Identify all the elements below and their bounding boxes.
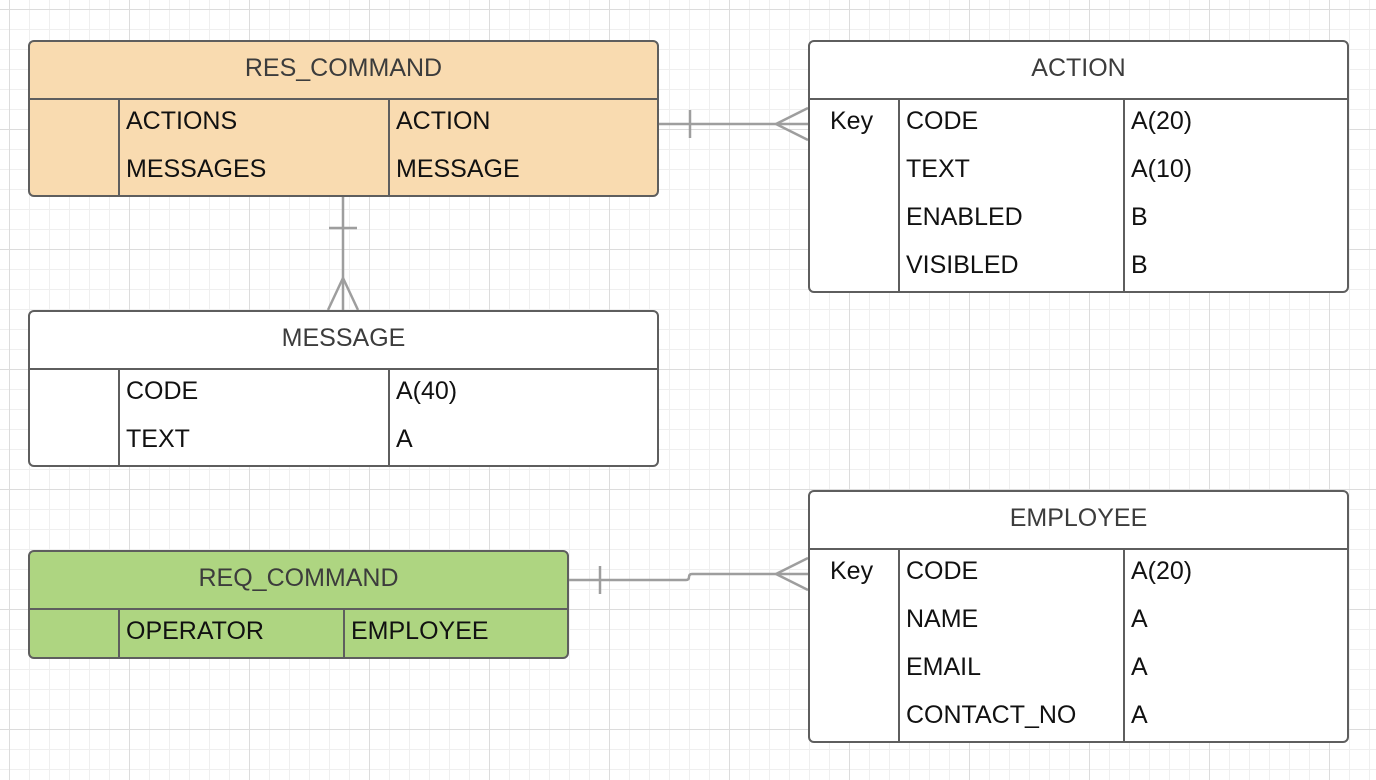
field-type: ACTION: [396, 107, 491, 135]
crowfoot-marker: [775, 106, 809, 126]
field-type: EMPLOYEE: [351, 617, 489, 645]
column-divider: [388, 370, 390, 465]
entity-title: ACTION: [810, 42, 1347, 100]
field-name: CODE: [126, 377, 199, 405]
field-name: CODE: [906, 107, 979, 135]
field-type: A(40): [396, 377, 458, 405]
connector-res-command-action[interactable]: [658, 106, 809, 142]
key-label: Key: [830, 557, 874, 585]
field-type: A(10): [1131, 155, 1193, 183]
field-name: CONTACT_NO: [906, 701, 1077, 729]
column-divider: [1123, 550, 1125, 741]
field-name: NAME: [906, 605, 979, 633]
column-divider: [1123, 100, 1125, 291]
field-name: VISIBLED: [906, 251, 1019, 279]
field-name: TEXT: [906, 155, 970, 183]
entity-title: REQ_COMMAND: [30, 552, 567, 610]
crowfoot-marker: [326, 277, 345, 311]
field-name: EMAIL: [906, 653, 982, 681]
column-divider: [118, 100, 120, 195]
field-name: MESSAGES: [126, 155, 267, 183]
field-type: A: [1131, 605, 1148, 633]
entity-action[interactable]: ACTION Key CODE A(20) TEXT A(10) ENABLED…: [808, 40, 1349, 293]
field-name: TEXT: [126, 425, 190, 453]
column-divider: [388, 100, 390, 195]
connector-req-command-employee[interactable]: [568, 556, 809, 594]
column-divider: [898, 550, 900, 741]
field-type: A: [1131, 701, 1148, 729]
field-name: ENABLED: [906, 203, 1023, 231]
field-type: A(20): [1131, 557, 1193, 585]
field-type: A: [396, 425, 413, 453]
column-divider: [343, 610, 345, 657]
column-divider: [898, 100, 900, 291]
entity-title: EMPLOYEE: [810, 492, 1347, 550]
entity-req-command[interactable]: REQ_COMMAND OPERATOR EMPLOYEE: [28, 550, 569, 659]
entity-message[interactable]: MESSAGE CODE A(40) TEXT A: [28, 310, 659, 467]
field-name: ACTIONS: [126, 107, 238, 135]
entity-employee[interactable]: EMPLOYEE Key CODE A(20) NAME A EMAIL A C…: [808, 490, 1349, 743]
field-type: B: [1131, 203, 1148, 231]
column-divider: [118, 370, 120, 465]
column-divider: [118, 610, 120, 657]
field-type: MESSAGE: [396, 155, 520, 183]
crowfoot-marker: [775, 556, 809, 576]
entity-title: MESSAGE: [30, 312, 657, 370]
field-type: A(20): [1131, 107, 1193, 135]
field-name: OPERATOR: [126, 617, 264, 645]
entity-title: RES_COMMAND: [30, 42, 657, 100]
connector-res-command-message[interactable]: [326, 196, 360, 311]
field-type: A: [1131, 653, 1148, 681]
field-type: B: [1131, 251, 1148, 279]
field-name: CODE: [906, 557, 979, 585]
key-label: Key: [830, 107, 874, 135]
entity-res-command[interactable]: RES_COMMAND ACTIONS ACTION MESSAGES MESS…: [28, 40, 659, 197]
